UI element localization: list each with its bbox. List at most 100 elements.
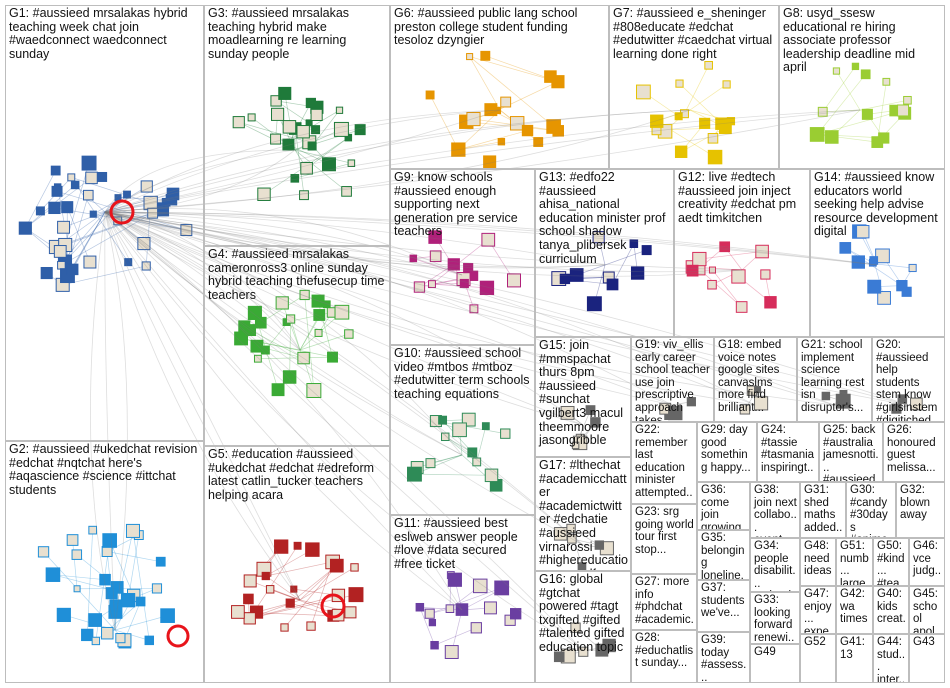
group-label: G23: srg going world tour first stop... (635, 506, 694, 556)
group-label: G38: join next collabo... event... (754, 484, 797, 538)
group-label: G29: day good something happy... (701, 424, 754, 474)
group-label: G28: #educhatlist sunday... (635, 632, 694, 670)
group-label: G7: #aussieed e_sheninger #808educate #e… (613, 7, 776, 61)
group-g50: G50: #kind... #tea... (873, 538, 909, 586)
group-g35: G35: belonging loneline... (697, 530, 750, 580)
group-label: G43 (913, 636, 942, 649)
group-label: G19: viv_ellis early career school teach… (635, 339, 711, 422)
group-label: G11: #aussieed best eslweb answer people… (394, 517, 532, 571)
group-g16: G16: global #gtchat powered #tagt txgift… (535, 571, 631, 683)
group-g17: G17: #lthechat #academicchatter #academi… (535, 457, 631, 571)
group-label: G6: #aussieed public lang school preston… (394, 7, 606, 48)
group-g6: G6: #aussieed public lang school preston… (390, 5, 609, 169)
group-label: G20: #aussieed help students stem know #… (876, 339, 942, 422)
group-label: G39: today #assess... student... (701, 634, 747, 683)
group-label: G34: people disabilit... technol... (754, 540, 797, 592)
group-g25: G25: back #australia jamesnotti... #auss… (819, 422, 883, 482)
group-label: G49 (754, 646, 797, 659)
group-label: G32: blown away (900, 484, 942, 522)
group-g30: G30: #candy #30days #anime... (846, 482, 896, 538)
group-g8: G8: usyd_ssesw educational re hiring ass… (779, 5, 945, 169)
group-label: G14: #aussieed know educators world seek… (814, 171, 942, 239)
group-label: G13: #edfo22 #aussieed ahisa_national ed… (539, 171, 671, 266)
group-label: G17: #lthechat #academicchatter #academi… (539, 459, 628, 571)
group-label: G10: #aussieed school video #mtbos #mtbo… (394, 347, 532, 401)
group-g21: G21: school implement science learning r… (797, 337, 872, 422)
group-label: G18: embed voice notes google sites canv… (718, 339, 794, 415)
group-label: G45: school apol... (913, 588, 942, 634)
group-label: G42: wa times... (840, 588, 870, 634)
group-label: G44: stud... inter... (877, 636, 906, 683)
group-g48: G48: need ideas... (800, 538, 836, 586)
group-g20: G20: #aussieed help students stem know #… (872, 337, 945, 422)
group-label: G33: looking forward renewi... (754, 594, 797, 644)
group-label: G40: kids creat... (877, 588, 906, 634)
group-g14: G14: #aussieed know educators world seek… (810, 169, 945, 337)
group-g11: G11: #aussieed best eslweb answer people… (390, 515, 535, 683)
group-label: G15: join #mmspachat thurs 8pm #aussieed… (539, 339, 628, 448)
group-g4: G4: #aussieed mrsalakas cameronross3 onl… (204, 246, 390, 446)
group-g33: G33: looking forward renewi... (750, 592, 800, 644)
group-label: G2: #aussieed #ukedchat revision #edchat… (9, 443, 201, 497)
group-g36: G36: come join growing... (697, 482, 750, 530)
group-g37: G37: students we've... (697, 580, 750, 632)
group-g3: G3: #aussieed mrsalakas teaching hybrid … (204, 5, 390, 246)
group-label: G41: 13 (840, 636, 870, 661)
group-label: G5: #education #aussieed #ukedchat #edch… (208, 448, 387, 502)
group-g45: G45: school apol... (909, 586, 945, 634)
group-g12: G12: live #edtech #aussieed join inject … (674, 169, 810, 337)
group-label: G52 (804, 636, 833, 649)
group-g31: G31: shed maths added... (800, 482, 846, 538)
group-g10: G10: #aussieed school video #mtbos #mtbo… (390, 345, 535, 515)
group-g24: G24: #tassie #tasmania inspiringt... (757, 422, 819, 482)
group-g39: G39: today #assess... student... (697, 632, 750, 683)
group-g2: G2: #aussieed #ukedchat revision #edchat… (5, 441, 204, 683)
group-g7: G7: #aussieed e_sheninger #808educate #e… (609, 5, 779, 169)
group-g13: G13: #edfo22 #aussieed ahisa_national ed… (535, 169, 674, 337)
group-g51: G51: numb... large... (836, 538, 873, 586)
group-label: G31: shed maths added... (804, 484, 843, 538)
group-g32: G32: blown away (896, 482, 945, 538)
group-g34: G34: people disabilit... technol... (750, 538, 800, 592)
group-g29: G29: day good something happy... (697, 422, 757, 482)
group-label: G30: #candy #30days #anime... (850, 484, 893, 538)
group-g1: G1: #aussieed mrsalakas hybrid teaching … (5, 5, 204, 441)
group-label: G22: remember last education minister at… (635, 424, 694, 504)
group-label: G47: enjoy... expe... (804, 588, 833, 634)
group-label: G1: #aussieed mrsalakas hybrid teaching … (9, 7, 201, 61)
group-g46: G46: vce judg... (909, 538, 945, 586)
group-g49: G49 (750, 644, 800, 683)
group-g9: G9: know schools #aussieed enough suppor… (390, 169, 535, 345)
group-label: G4: #aussieed mrsalakas cameronross3 onl… (208, 248, 387, 302)
group-g15: G15: join #mmspachat thurs 8pm #aussieed… (535, 337, 631, 457)
group-label: G24: #tassie #tasmania inspiringt... (761, 424, 816, 482)
group-g18: G18: embed voice notes google sites canv… (714, 337, 797, 422)
group-g5: G5: #education #aussieed #ukedchat #edch… (204, 446, 390, 683)
group-g47: G47: enjoy... expe... (800, 586, 836, 634)
group-label: G35: belonging loneline... (701, 532, 747, 580)
group-g38: G38: join next collabo... event... (750, 482, 800, 538)
group-g28: G28: #educhatlist sunday... (631, 630, 697, 683)
group-label: G48: need ideas... (804, 540, 833, 586)
group-g27: G27: more info #phdchat #academic... (631, 574, 697, 630)
group-g52: G52 (800, 634, 836, 683)
group-label: G21: school implement science learning r… (801, 339, 869, 415)
group-g44: G44: stud... inter... (873, 634, 909, 683)
group-g19: G19: viv_ellis early career school teach… (631, 337, 714, 422)
group-label: G3: #aussieed mrsalakas teaching hybrid … (208, 7, 387, 61)
group-label: G51: numb... large... (840, 540, 870, 586)
group-label: G36: come join growing... (701, 484, 747, 530)
group-g42: G42: wa times... (836, 586, 873, 634)
group-label: G26: honoured guest melissa... (887, 424, 942, 474)
group-label: G46: vce judg... (913, 540, 942, 586)
group-label: G16: global #gtchat powered #tagt txgift… (539, 573, 628, 655)
group-g43: G43 (909, 634, 945, 683)
group-g23: G23: srg going world tour first stop... (631, 504, 697, 574)
group-label: G27: more info #phdchat #academic... (635, 576, 694, 630)
group-label: G8: usyd_ssesw educational re hiring ass… (783, 7, 942, 75)
group-label: G12: live #edtech #aussieed join inject … (678, 171, 807, 225)
group-g22: G22: remember last education minister at… (631, 422, 697, 504)
group-label: G25: back #australia jamesnotti... #auss… (823, 424, 880, 482)
group-g40: G40: kids creat... (873, 586, 909, 634)
group-g41: G41: 13 (836, 634, 873, 683)
